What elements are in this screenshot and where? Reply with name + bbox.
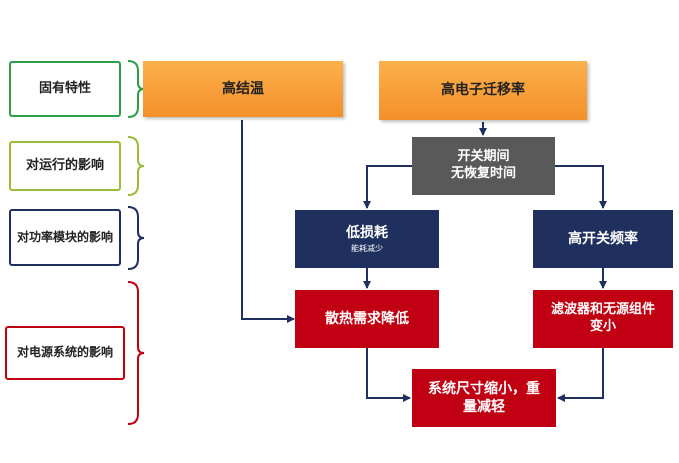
brace-operation: [127, 136, 145, 196]
brace-system: [127, 281, 145, 425]
node-high-freq: 高开关频率: [533, 210, 673, 268]
arrow-filters-to-system: [557, 348, 604, 402]
node-smaller-system: 系统尺寸缩小，重 量减轻: [412, 369, 556, 427]
node-less-cooling-label: 散热需求降低: [325, 310, 409, 327]
category-module-label: 对功率模块的影响: [16, 229, 113, 244]
category-system-label: 对电源系统的影响: [16, 345, 113, 360]
node-high-junction-temp-label: 高结温: [222, 80, 264, 97]
node-switching-time: 开关期间 无恢复时间: [412, 137, 555, 195]
node-low-loss: 低损耗 能耗减少: [295, 210, 439, 268]
node-low-loss-sublabel: 能耗减少: [351, 243, 383, 253]
category-module: 对功率模块的影响: [9, 209, 121, 266]
node-smaller-system-label: 系统尺寸缩小，重 量减轻: [428, 380, 540, 415]
node-smaller-filters: 滤波器和无源组件 变小: [533, 290, 673, 348]
category-intrinsic-label: 固有特性: [38, 80, 91, 96]
category-operation-label: 对运行的影响: [25, 157, 104, 173]
arrow-switching-to-highfreq: [555, 165, 607, 209]
node-smaller-filters-label: 滤波器和无源组件 变小: [550, 302, 655, 334]
node-less-cooling: 散热需求降低: [295, 290, 439, 348]
arrow-cooling-to-system: [366, 348, 411, 402]
arrow-switching-to-lowloss: [363, 165, 412, 209]
arrow-temp-to-cooling: [241, 120, 295, 323]
node-high-freq-label: 高开关频率: [568, 230, 638, 247]
category-system: 对电源系统的影响: [5, 326, 125, 380]
brace-module: [127, 206, 145, 270]
node-high-junction-temp: 高结温: [143, 61, 343, 117]
node-low-loss-label: 低损耗: [346, 224, 388, 241]
node-high-mobility-label: 高电子迁移率: [441, 82, 525, 99]
category-operation: 对运行的影响: [9, 141, 121, 191]
node-high-mobility: 高电子迁移率: [379, 61, 587, 120]
node-switching-time-label: 开关期间 无恢复时间: [450, 149, 516, 181]
category-intrinsic: 固有特性: [9, 61, 121, 117]
